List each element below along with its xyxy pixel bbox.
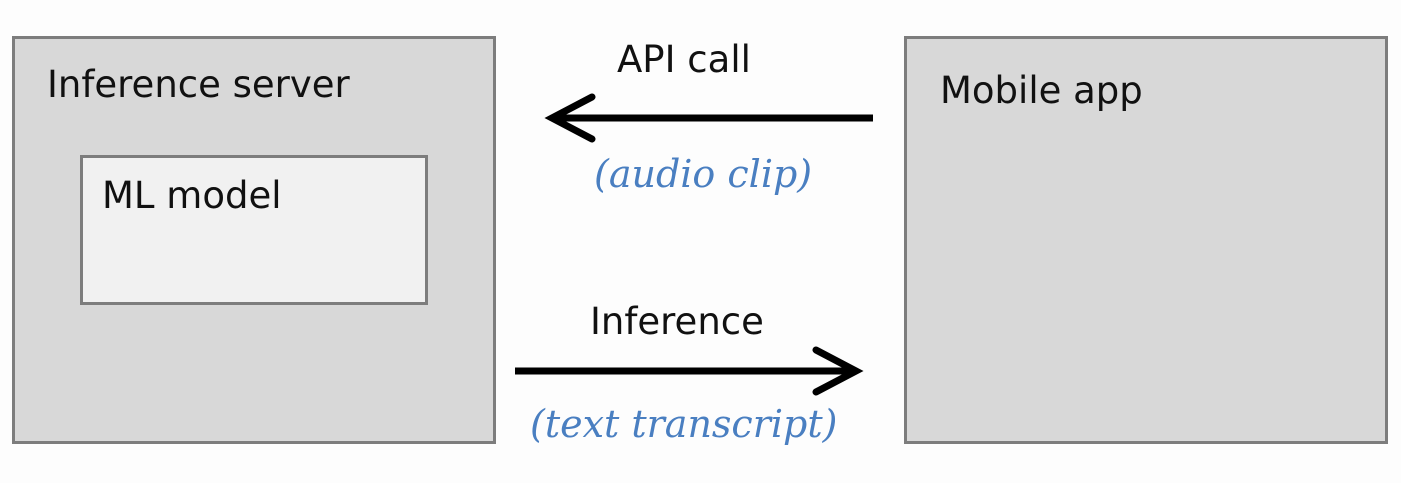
mobile-app-box: Mobile app [904, 36, 1388, 444]
ml-model-label: ML model [102, 174, 282, 217]
inference-label: Inference [590, 300, 764, 343]
api-call-label: API call [617, 38, 751, 81]
mobile-app-label: Mobile app [940, 69, 1143, 112]
ml-model-box: ML model [80, 155, 428, 305]
api-call-sublabel: (audio clip) [594, 152, 813, 196]
inference-server-label: Inference server [47, 63, 350, 106]
api-call-arrow [544, 93, 873, 143]
inference-sublabel: (text transcript) [530, 402, 838, 446]
inference-arrow [515, 346, 864, 396]
